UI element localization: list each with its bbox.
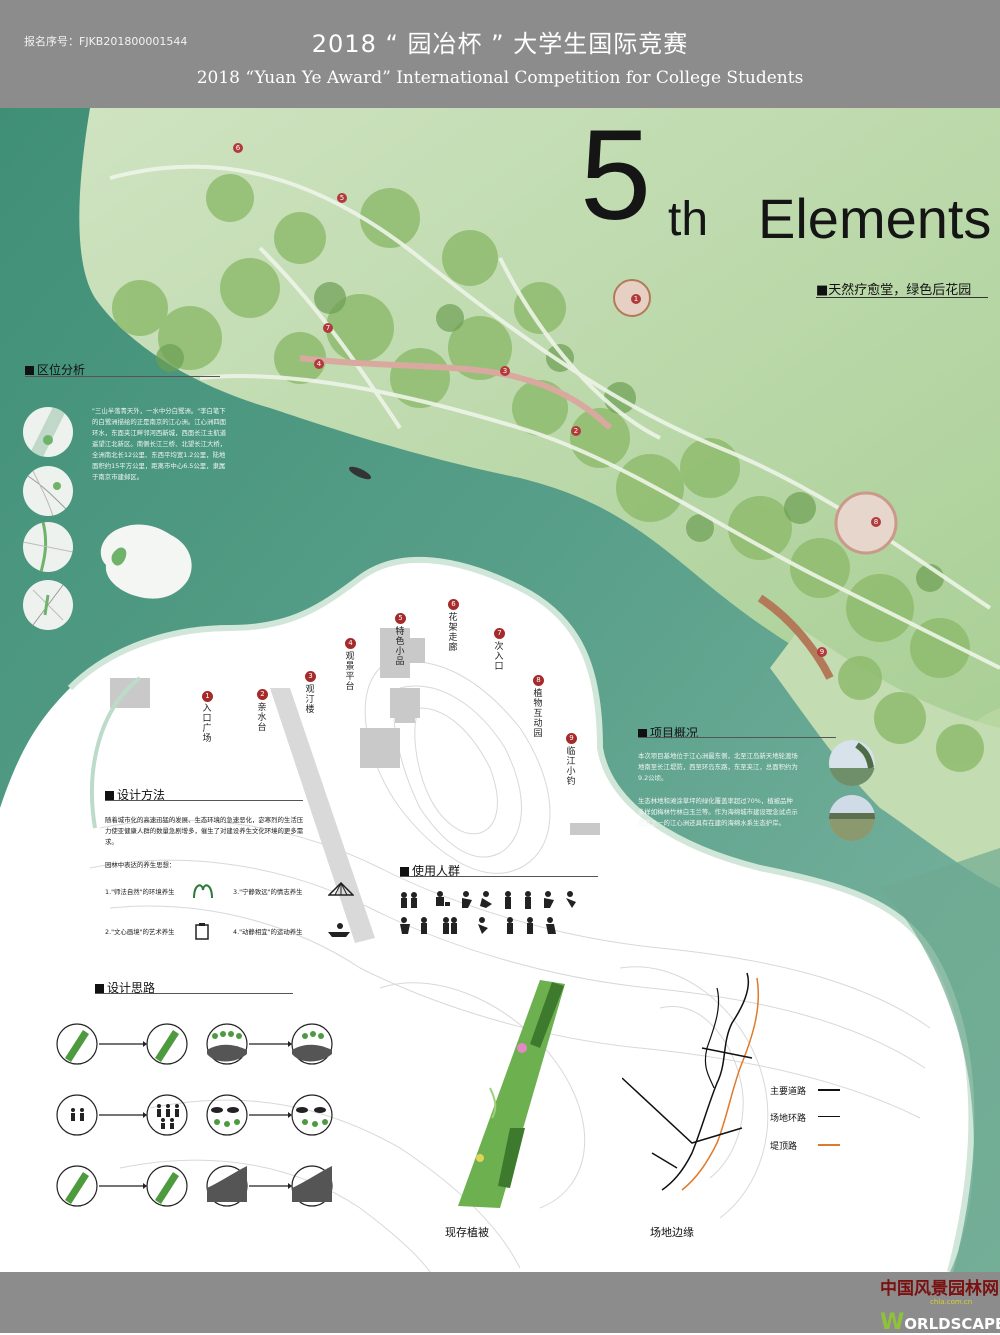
site-point-num-3: 3 [304, 670, 317, 683]
vegetation-caption: 现存植被 [445, 1226, 489, 1239]
lower-white-land [0, 559, 972, 1272]
fan-icon [328, 882, 354, 896]
method-underline [105, 800, 303, 801]
title-elements: Elements [758, 187, 992, 250]
project-heading: 项目概况 [638, 724, 698, 741]
logo-url: chla.com.cn [930, 1298, 973, 1306]
method-item-3: 3."宁静致远"的情志养生 [233, 888, 303, 896]
users-underline [400, 876, 598, 877]
legend-loop-road-label: 场地环路 [770, 1114, 807, 1124]
registration-number: 报名序号：FJKB201800001544 [24, 35, 188, 48]
design-ideas-diagram [56, 1023, 333, 1207]
plan-marker-2: 2 [571, 426, 581, 436]
nanjing-region-map [100, 524, 192, 599]
location-text: "三山半落青天外，一水中分白鹭洲。"李白笔下的白鹭洲描绘的正是南京的江心洲。江心… [92, 407, 227, 481]
site-point-label-7: 次入口 [494, 642, 504, 672]
painting-icon [195, 923, 209, 940]
location-map-circle-1 [23, 407, 73, 457]
ideas-underline [95, 993, 293, 994]
plan-marker-7: 7 [323, 323, 333, 333]
location-heading: 区位分析 [25, 361, 85, 378]
user-groups-icons [400, 891, 576, 934]
boat-icon [328, 923, 350, 937]
project-text-2: 生态林地和滩涂草坪的绿化覆盖率超过70%，植被品种多样如梅林竹林白玉兰等。作为海… [638, 797, 798, 827]
site-point-num-1: 1 [201, 690, 214, 703]
location-underline [25, 376, 220, 377]
title-ordinal: th [668, 193, 709, 246]
title-chinese: 2018 “ 园冶杯 ” 大学生国际竞赛 [311, 30, 689, 58]
site-point-num-6: 6 [447, 598, 460, 611]
nature-arch-icon [193, 884, 213, 899]
plan-marker-4: 4 [314, 359, 324, 369]
site-point-label-6: 花架走廊 [448, 613, 458, 653]
title-numeral: 5 [580, 104, 652, 247]
legend-dike-road-label: 堤顶路 [770, 1142, 798, 1152]
plan-marker-9: 9 [817, 647, 827, 657]
site-point-num-5: 5 [394, 612, 407, 625]
project-text-1: 本次项目基地位于江心洲最东侧，北至江岛新天地轮渡场地南至长江堤防，西至环岛东路，… [638, 752, 798, 782]
site-point-num-7: 7 [493, 627, 506, 640]
location-map-circle-3 [23, 522, 73, 572]
legend-main-road-label: 主要道路 [770, 1087, 807, 1097]
location-map-circle-4 [23, 580, 73, 630]
location-map-circle-2 [23, 466, 73, 516]
method-item-4: 4."动静相宜"的运动养生 [233, 928, 303, 936]
site-point-label-5: 特色小品 [395, 627, 405, 667]
site-point-label-8: 植物互动园 [533, 689, 543, 739]
site-point-label-9: 临江小钓 [566, 747, 576, 787]
method-item-1: 1."师法自然"的环境养生 [105, 888, 175, 896]
slogan: ■天然疗愈堂，绿色后花园 [816, 283, 972, 298]
site-point-label-2: 亲水台 [257, 703, 267, 733]
site-point-num-8: 8 [532, 674, 545, 687]
plan-marker-6: 6 [233, 143, 243, 153]
slogan-underline [816, 297, 988, 298]
existing-vegetation-map [458, 980, 565, 1208]
site-point-num-9: 9 [565, 732, 578, 745]
ideas-heading: 设计思路 [95, 979, 155, 996]
legend-loop-road-line [818, 1116, 840, 1117]
plan-marker-5: 5 [337, 193, 347, 203]
logo-chinese: 中国风景园林网 [880, 1279, 999, 1299]
title-english: 2018 “Yuan Ye Award” International Compe… [196, 68, 804, 88]
legend-dike-road-line [818, 1144, 840, 1146]
method-text: 随着城市化的高速迅猛的发展、生态环境的急速恶化，宓寒烈的生活压力使亚健康人群的数… [105, 816, 304, 846]
plan-marker-1: 1 [631, 294, 641, 304]
footer-bar [0, 1272, 1000, 1333]
master-plan-artwork [0, 108, 1000, 1272]
legend-main-road-line [818, 1089, 840, 1091]
method-subheading: 园林中表达的养生思想： [105, 861, 176, 869]
plan-marker-3: 3 [500, 366, 510, 376]
users-heading: 使用人群 [400, 862, 460, 879]
site-point-label-1: 入口广场 [202, 704, 212, 744]
method-heading: 设计方法 [105, 786, 165, 803]
site-point-num-2: 2 [256, 688, 269, 701]
method-item-2: 2."文心画境"的艺术养生 [105, 928, 175, 936]
site-photo-2 [829, 795, 875, 841]
site-point-num-4: 4 [344, 637, 357, 650]
site-point-label-4: 观景平台 [345, 652, 355, 692]
site-photo-1 [829, 740, 875, 786]
plan-marker-8: 8 [871, 517, 881, 527]
project-underline [638, 737, 836, 738]
site-point-label-3: 观汀楼 [305, 685, 315, 715]
edge-caption: 场地边缘 [650, 1226, 694, 1239]
logo-worldscape: WORLDSCAPE [880, 1310, 1000, 1335]
site-edge-map [622, 972, 760, 1191]
header-bar: 报名序号：FJKB201800001544 2018 “ 园冶杯 ” 大学生国际… [0, 0, 1000, 108]
